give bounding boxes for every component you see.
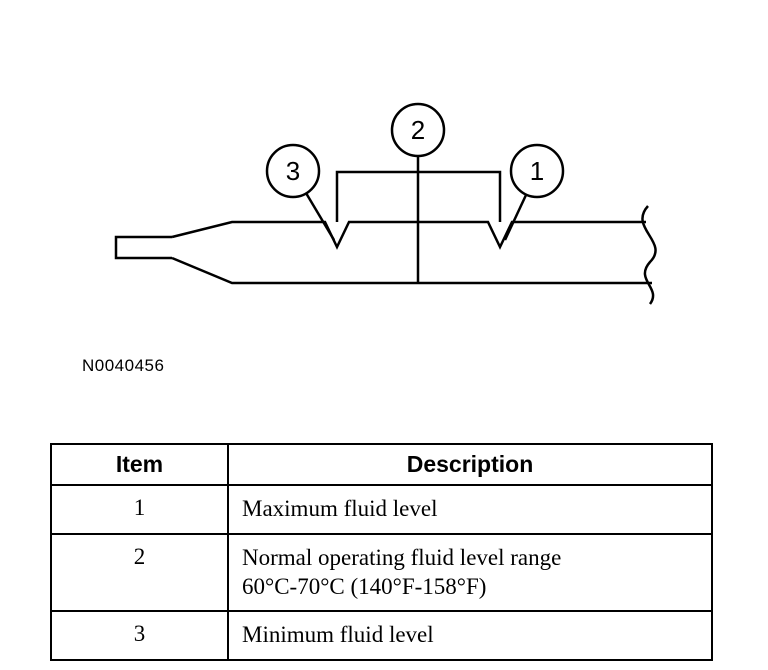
- table-header-row: Item Description: [50, 443, 713, 486]
- table-row: 2 Normal operating fluid level range 60°…: [50, 532, 713, 613]
- item-cell: 1: [50, 484, 229, 535]
- callout-1-leader: [503, 194, 528, 241]
- header-description: Description: [227, 443, 713, 486]
- legend-table: Item Description 1 Maximum fluid level 2…: [50, 443, 713, 661]
- callout-1-number: 1: [530, 156, 544, 186]
- figure-id-label: N0040456: [82, 356, 165, 375]
- item-cell: 3: [50, 610, 229, 661]
- callout-3-leader: [304, 192, 336, 241]
- dipstick-top-edge: [171, 220, 646, 250]
- item-cell: 2: [50, 532, 229, 613]
- description-cell: Maximum fluid level: [227, 484, 713, 535]
- callout-3-circle: [265, 143, 321, 199]
- table-row: 3 Minimum fluid level: [50, 610, 713, 661]
- dipstick-diagram: 2 3 1: [114, 102, 657, 305]
- callout-1: 1: [509, 143, 565, 199]
- callout-3: 3: [265, 143, 321, 199]
- description-cell: Minimum fluid level: [227, 610, 713, 661]
- table-row: 1 Maximum fluid level: [50, 484, 713, 535]
- dipstick-bottom-edge: [171, 256, 652, 285]
- callout-2: 2: [390, 102, 446, 158]
- callout-3-number: 3: [286, 156, 300, 186]
- dipstick-tip: [114, 235, 172, 260]
- callout-2-circle: [390, 102, 446, 158]
- callout-2-number: 2: [411, 115, 425, 145]
- callout-1-circle: [509, 143, 565, 199]
- header-item: Item: [50, 443, 229, 486]
- description-cell: Normal operating fluid level range 60°C-…: [227, 532, 713, 613]
- break-line: [641, 205, 657, 305]
